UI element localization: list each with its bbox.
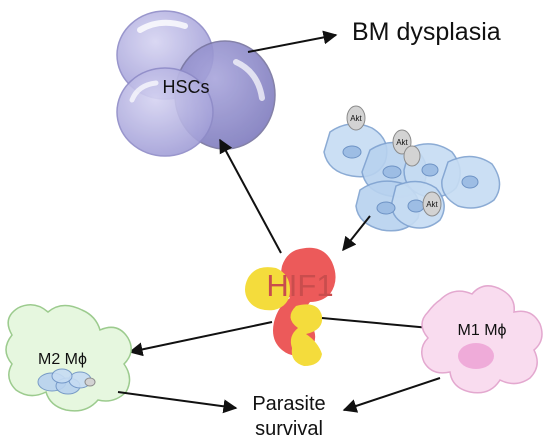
hif1-label: HIF1 <box>266 268 333 303</box>
arrow-m2-to-parasite-survival <box>117 391 238 414</box>
arrow-hif1-to-hscs <box>219 138 282 254</box>
hsc-highlight <box>129 80 159 103</box>
m1-macrophage: M1 Mϕ <box>421 285 543 394</box>
bm-dysplasia-label: BM dysplasia <box>352 18 501 46</box>
akt-cell-nucleus <box>421 163 439 177</box>
akt-cell-nucleus <box>382 165 402 179</box>
m2-cell-body <box>5 304 132 412</box>
svg-text:Akt: Akt <box>426 200 438 209</box>
arrow-hif1-to-m2 <box>128 321 273 357</box>
akt-cell-nucleus <box>376 201 396 215</box>
m1-cell-body <box>421 285 543 394</box>
svg-text:Akt: Akt <box>350 114 362 123</box>
svg-text:Akt: Akt <box>396 138 408 147</box>
m1-label: M1 Mϕ <box>458 322 507 339</box>
hif1-complex: HIF1 <box>245 247 336 366</box>
hif1-yellow-subunit <box>245 267 290 311</box>
parasite-survival-line2: survival <box>255 418 323 440</box>
m1-nucleus <box>458 343 494 369</box>
m2-label: M2 Mϕ <box>38 351 87 368</box>
hsc-highlight <box>233 59 265 101</box>
arrow-akt-to-hif1 <box>342 215 371 252</box>
m2-parasite-cluster <box>37 368 96 395</box>
akt-cell-nucleus <box>342 145 362 159</box>
akt-cell-nucleus <box>407 199 425 213</box>
akt-cell-cluster: Akt Akt Akt <box>323 105 501 232</box>
akt-badge <box>403 145 421 167</box>
hscs-label: HSCs <box>162 77 209 97</box>
arrow-m1-to-parasite-survival <box>342 377 441 413</box>
akt-cell-nucleus <box>461 175 479 189</box>
m2-macrophage: M2 Mϕ <box>5 304 132 412</box>
hif1-yellow-tail <box>290 304 323 366</box>
hif1-red-subunit <box>273 247 336 356</box>
akt-badge: Akt <box>346 105 366 131</box>
hsc-cluster: HSCs <box>116 10 276 157</box>
inhibit-hif1-to-m1 <box>321 313 434 343</box>
parasite-survival-line1: Parasite <box>252 393 325 415</box>
arrow-hscs-to-bm <box>247 30 338 53</box>
akt-badge: Akt <box>422 191 442 217</box>
hsc-highlight <box>137 19 188 33</box>
